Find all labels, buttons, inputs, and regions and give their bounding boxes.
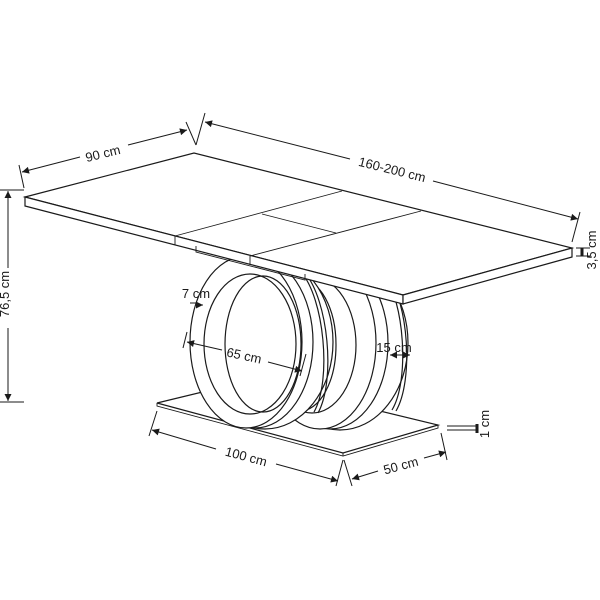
dimension-ring-width: 15 cm (376, 340, 412, 359)
label-ring-diameter: 65 cm (225, 344, 263, 366)
dimension-ring-thickness: 7 cm (182, 286, 210, 309)
dimension-height: 76,5 cm (0, 189, 24, 403)
label-top-length: 160-200 cm (357, 154, 427, 185)
label-ring-width: 15 cm (376, 340, 411, 355)
label-ring-thickness: 7 cm (182, 286, 210, 301)
ring-front (189, 254, 334, 430)
table-top (22, 152, 575, 305)
label-base-length: 100 cm (224, 444, 269, 470)
dimension-ring-diameter: 65 cm (182, 331, 307, 377)
dimension-base-thickness: 1 cm (447, 410, 492, 438)
label-top-depth: 90 cm (84, 142, 122, 165)
label-base-width: 50 cm (382, 454, 420, 478)
label-height: 76,5 cm (0, 271, 12, 317)
label-base-thickness: 1 cm (477, 410, 492, 438)
dimension-top-thickness: 3,5 cm (576, 230, 599, 270)
label-top-thickness: 3,5 cm (584, 230, 599, 269)
